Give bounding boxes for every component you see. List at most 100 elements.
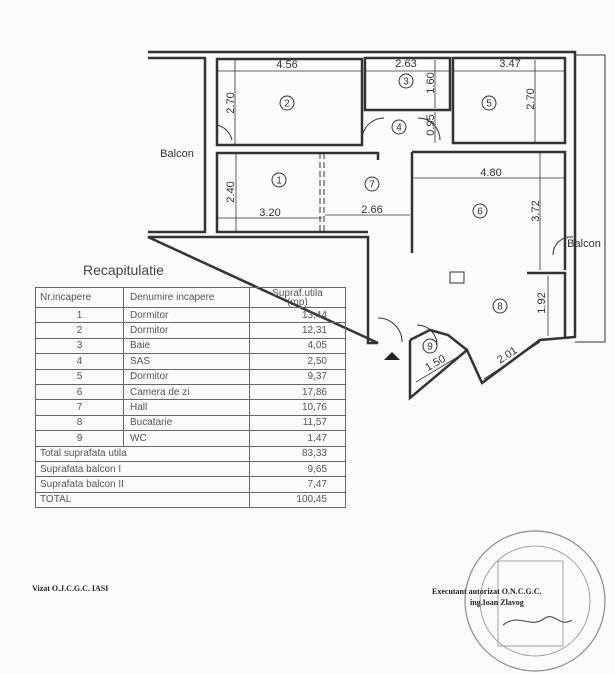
dim-room8-height: 1.92 [536,292,548,313]
room-name: Baie [123,337,250,355]
room-name: Bucatarie [123,414,250,432]
room-nr: 4 [35,353,124,370]
room-area: 1,47 [249,430,346,447]
room-marker-circle [422,338,438,354]
room-marker-circle [481,95,497,111]
room-area: 11,57 [249,414,346,432]
room-area: 4,05 [249,337,346,355]
dim-room2-width: 4.56 [276,59,297,71]
left-balcony-wall [148,56,207,234]
room-number: 2 [284,99,290,110]
room-name: Hall [123,399,250,416]
total-value: 100,45 [249,491,346,509]
dim-room1-height: 2.40 [225,181,237,202]
area-summary-table: Nr.incapere Denumire incapere Supraf.uti… [35,287,346,509]
right-balcony [575,54,606,343]
header-name: Denumire incapere [123,287,250,308]
total-label: Suprafata balcon II [35,476,250,493]
walls [147,50,606,401]
table-title: Recapitulatie [83,262,164,278]
dim-room6-width: 4.80 [480,167,501,179]
dimension-labels: 4.56 2.63 3.47 2.70 1.60 0.95 2.70 2.40 … [160,58,601,374]
dim-room3-width: 2.63 [395,58,416,70]
room-area: 2,50 [249,353,346,370]
kitchen-walls [409,271,567,351]
dim-hall-width: 2.66 [361,204,382,216]
room-nr: 8 [35,414,124,432]
room-name: Camera de zi [123,383,250,401]
total-value: 9,65 [249,460,346,478]
room-area: 13,44 [249,306,346,324]
entry-arrow-icon [384,352,400,360]
dim-room1-width: 3.20 [259,207,280,219]
room-marker-circle [271,172,287,188]
room2-walls [215,57,364,147]
room3-walls [363,56,452,112]
door-arc-sas-left [361,117,385,141]
room-number: 7 [369,180,375,191]
room-area: 10,76 [249,399,346,416]
room-nr: 9 [35,430,124,447]
total-value: 7,47 [249,476,346,493]
room-nr: 6 [35,383,124,401]
room-number: 6 [477,207,483,218]
footer-left: Vizat O.J.C.G.C. IASI [32,584,109,593]
hall-walls [322,150,567,270]
footer-right-line1: Executant autorizat O.N.C.G.C. [432,587,542,596]
room-nr: 3 [35,337,124,355]
room-area: 9,37 [249,368,346,385]
room-nr: 2 [35,322,124,339]
room5-walls [451,56,567,145]
door-arc-wc [416,324,438,346]
dim-room5-height: 2.70 [525,88,537,109]
total-label: Total suprafata utila [35,445,250,462]
stamp [464,530,606,672]
room-nr: 1 [35,306,124,324]
room-number: 5 [486,99,492,110]
room-nr: 7 [35,399,124,416]
room-marker-circle [364,176,380,192]
dim-room6-height: 3.72 [530,200,542,221]
room-name: SAS [123,353,250,370]
dimension-lines [217,59,565,383]
room-name: Dormitor [123,322,250,339]
room-marker-circle [279,95,295,111]
table-header: Nr.incapere Denumire incapere Supraf.uti… [35,287,346,308]
room-marker-circle [391,119,407,135]
room-number: 9 [427,342,433,353]
room-name: WC [123,430,250,447]
balcony-left-label: Balcon [160,148,194,160]
dim-sas-height: 0.95 [425,114,437,135]
footer-right-line2: ing.Ioan Zlavog [470,598,524,607]
room-marker-circle [492,298,508,314]
room-area: 12,31 [249,322,346,339]
room-marker-circle [398,73,414,89]
header-nr: Nr.incapere [35,287,124,308]
total-value: 83,33 [249,445,346,462]
room1-walls [215,151,322,234]
dim-room5-width: 3.47 [499,58,520,70]
total-label: Suprafata balcon I [35,460,250,478]
room-name: Dormitor [123,368,250,385]
room-number: 4 [396,123,402,134]
room-nr: 5 [35,368,124,385]
door-arc-entry [377,317,403,343]
door-arc-balcony [552,236,574,256]
room-number: 3 [403,77,409,88]
room-marker-circle [472,203,488,219]
